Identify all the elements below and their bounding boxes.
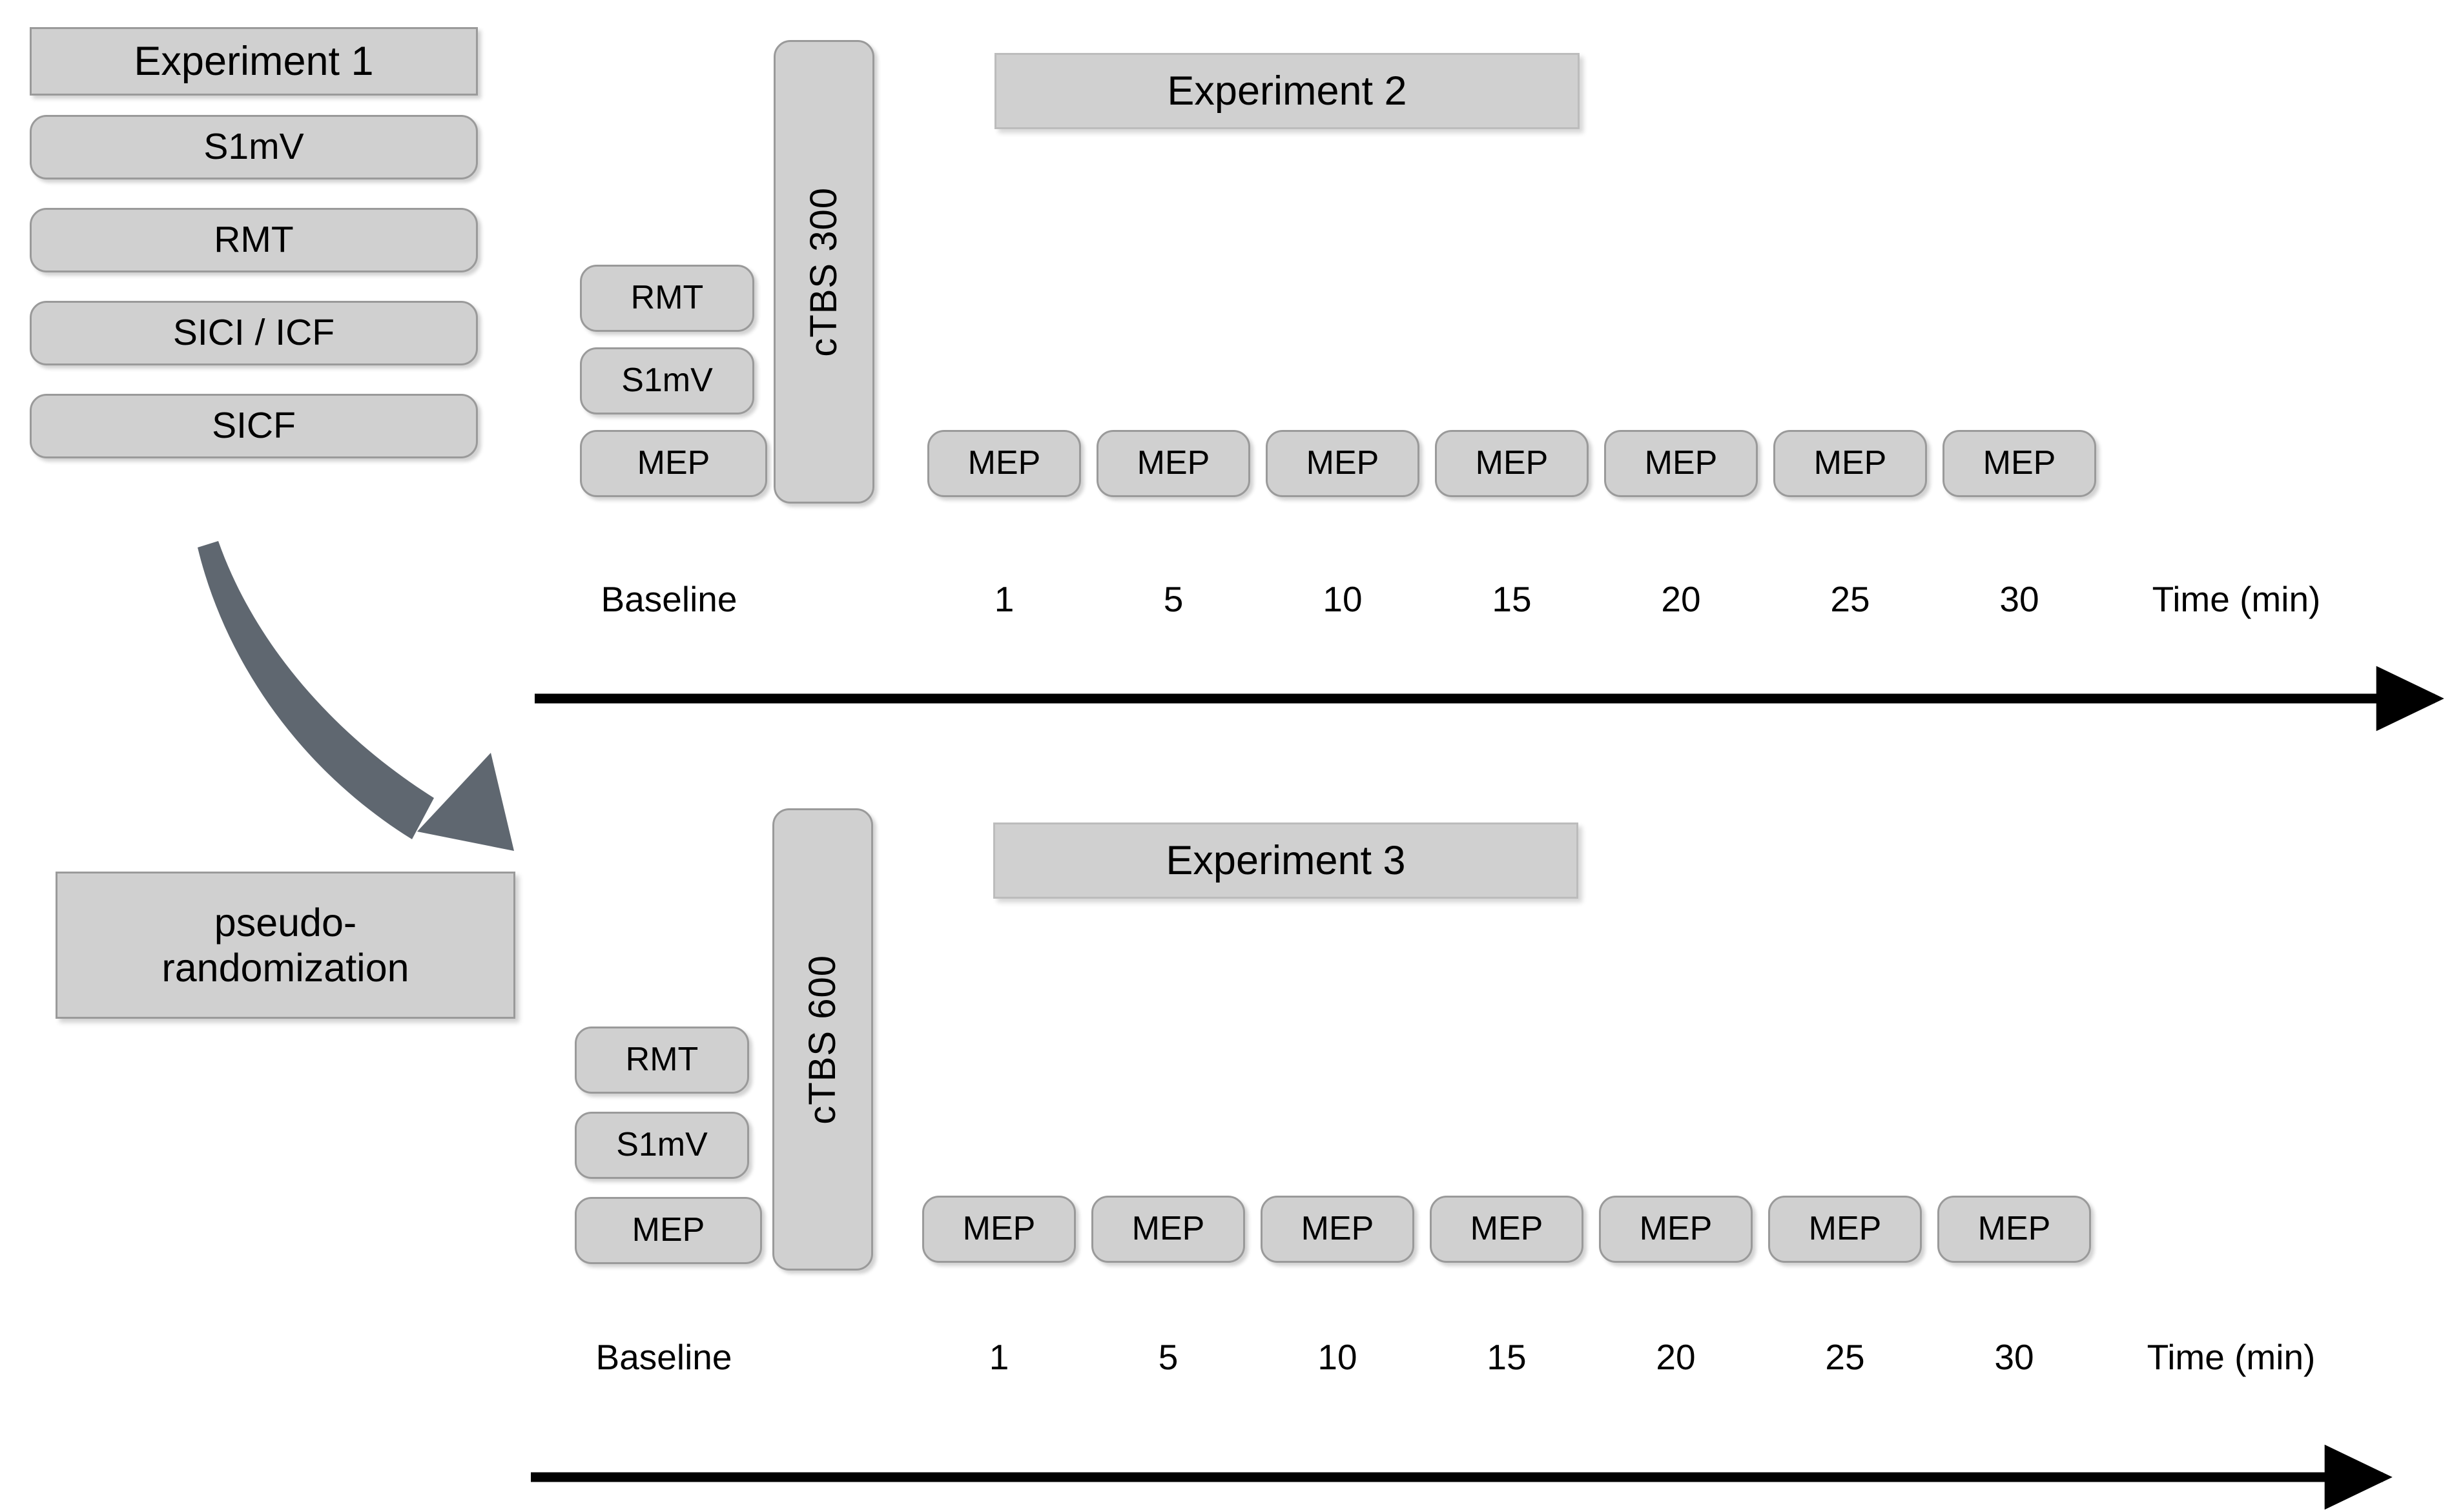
exp2-baseline-rmt: RMT	[580, 265, 754, 332]
exp3-baseline-label: S1mV	[616, 1126, 708, 1164]
exp3-post-mep-1: MEP	[922, 1196, 1076, 1263]
exp3-post-mep-25: MEP	[1768, 1196, 1922, 1263]
exp2-axis-baseline: Baseline	[601, 579, 737, 619]
exp2-post-mep-label: MEP	[1306, 444, 1379, 482]
exp2-baseline-label: S1mV	[621, 362, 713, 400]
exp2-post-mep-label: MEP	[1475, 444, 1549, 482]
exp2-axis-tick-10: 10	[1323, 579, 1363, 619]
exp2-axis-tick-1: 1	[994, 579, 1015, 619]
experiment3-title-box: Experiment 3	[993, 822, 1578, 899]
experiment1-title-box: Experiment 1	[30, 27, 478, 96]
exp2-post-mep-20: MEP	[1604, 430, 1758, 497]
exp3-axis-tick-25: 25	[1825, 1337, 1865, 1377]
exp3-post-mep-30: MEP	[1937, 1196, 2091, 1263]
exp2-post-mep-1: MEP	[927, 430, 1081, 497]
experiment1-item-label: RMT	[214, 219, 294, 261]
exp2-post-mep-label: MEP	[1813, 444, 1887, 482]
randomization-curved-arrow	[198, 541, 514, 851]
experiment1-item-label: SICI / ICF	[172, 312, 335, 354]
experiment1-item-sicf: SICF	[30, 394, 478, 458]
exp2-axis-tick-5: 5	[1163, 579, 1184, 619]
exp2-baseline-mep: MEP	[580, 430, 767, 497]
exp2-post-mep-30: MEP	[1943, 430, 2096, 497]
exp2-axis-tick-15: 15	[1492, 579, 1532, 619]
experiment3-title: Experiment 3	[1166, 837, 1406, 883]
exp3-axis-time-label: Time (min)	[2147, 1337, 2316, 1377]
exp3-axis-tick-1: 1	[989, 1337, 1009, 1377]
exp3-post-mep-15: MEP	[1430, 1196, 1583, 1263]
exp3-baseline-mep: MEP	[575, 1197, 762, 1264]
exp2-post-mep-label: MEP	[967, 444, 1041, 482]
exp2-post-mep-5: MEP	[1097, 430, 1250, 497]
exp2-post-mep-label: MEP	[1644, 444, 1718, 482]
exp3-axis-tick-30: 30	[1994, 1337, 2034, 1377]
experiment1-item-label: S1mV	[203, 126, 304, 168]
experiment1-title: Experiment 1	[134, 38, 374, 84]
exp3-axis-tick-20: 20	[1656, 1337, 1696, 1377]
exp2-axis-tick-30: 30	[1999, 579, 2039, 619]
exp2-post-mep-label: MEP	[1983, 444, 2056, 482]
exp3-post-mep-10: MEP	[1261, 1196, 1414, 1263]
exp2-axis-time-label: Time (min)	[2152, 579, 2321, 619]
experiment1-item-s1mv: S1mV	[30, 115, 478, 179]
exp2-ctbs-label: cTBS 300	[802, 187, 845, 357]
experiment1-item-sici-icf: SICI / ICF	[30, 301, 478, 365]
exp3-post-mep-label: MEP	[962, 1210, 1036, 1248]
exp3-baseline-label: RMT	[625, 1041, 699, 1079]
exp2-baseline-s1mv: S1mV	[580, 347, 754, 414]
exp3-axis-tick-15: 15	[1487, 1337, 1527, 1377]
exp3-post-mep-5: MEP	[1091, 1196, 1245, 1263]
exp3-post-mep-label: MEP	[1131, 1210, 1205, 1248]
exp3-post-mep-label: MEP	[1470, 1210, 1543, 1248]
exp3-post-mep-label: MEP	[1808, 1210, 1882, 1248]
exp3-ctbs-column: cTBS 600	[772, 808, 873, 1271]
exp3-axis-baseline: Baseline	[595, 1337, 732, 1377]
exp3-baseline-label: MEP	[632, 1211, 705, 1249]
exp3-axis-tick-10: 10	[1317, 1337, 1357, 1377]
exp3-baseline-s1mv: S1mV	[575, 1112, 749, 1179]
exp3-post-mep-label: MEP	[1639, 1210, 1713, 1248]
exp2-baseline-label: RMT	[630, 279, 704, 317]
experiment2-title: Experiment 2	[1167, 68, 1407, 114]
experiment2-title-box: Experiment 2	[994, 53, 1580, 129]
exp2-post-mep-label: MEP	[1137, 444, 1210, 482]
pseudo-randomization-box: pseudo- randomization	[56, 872, 515, 1019]
experiment1-item-label: SICF	[212, 405, 296, 447]
exp2-axis-tick-25: 25	[1830, 579, 1870, 619]
exp2-baseline-label: MEP	[637, 444, 710, 482]
experiment1-item-rmt: RMT	[30, 208, 478, 272]
exp3-post-mep-20: MEP	[1599, 1196, 1753, 1263]
exp2-ctbs-column: cTBS 300	[774, 40, 874, 504]
exp3-axis-tick-5: 5	[1158, 1337, 1179, 1377]
exp2-post-mep-25: MEP	[1773, 430, 1927, 497]
exp3-ctbs-label: cTBS 600	[801, 954, 843, 1125]
exp3-post-mep-label: MEP	[1301, 1210, 1374, 1248]
exp3-baseline-rmt: RMT	[575, 1027, 749, 1094]
exp3-post-mep-label: MEP	[1977, 1210, 2051, 1248]
exp2-post-mep-15: MEP	[1435, 430, 1589, 497]
pseudo-randomization-line1: pseudo-	[214, 900, 357, 945]
exp2-post-mep-10: MEP	[1266, 430, 1419, 497]
exp2-axis-tick-20: 20	[1661, 579, 1701, 619]
pseudo-randomization-line2: randomization	[161, 946, 409, 990]
